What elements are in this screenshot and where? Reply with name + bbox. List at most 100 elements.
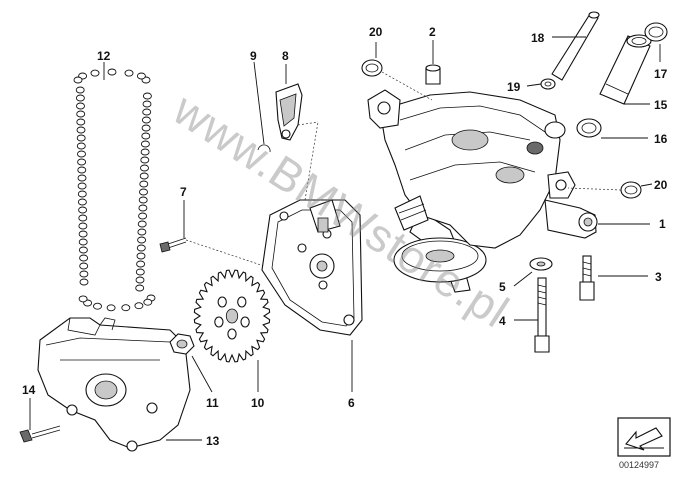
chain-link xyxy=(137,220,147,228)
callout-11: 11 xyxy=(206,396,219,410)
chain-link xyxy=(76,118,86,126)
callout-14: 14 xyxy=(22,383,36,397)
callout-12: 12 xyxy=(97,49,111,63)
chain-link xyxy=(79,262,89,270)
chain-link xyxy=(79,270,89,278)
chain-link xyxy=(76,126,86,134)
tensioner-rail-8 xyxy=(275,83,319,141)
pipe-15 xyxy=(599,34,652,105)
chain-cover xyxy=(37,317,191,452)
o-ring-16 xyxy=(576,118,648,139)
callout-7: 7 xyxy=(180,185,187,199)
sprocket-hole xyxy=(240,316,250,328)
sprocket-10 xyxy=(193,269,271,363)
pump-cover xyxy=(261,121,363,336)
callout-2: 2 xyxy=(429,25,436,39)
chain-link xyxy=(78,246,88,254)
chain-link xyxy=(76,110,86,118)
chain-link xyxy=(135,284,145,292)
oil-pump-assembly xyxy=(367,89,598,293)
chain-link xyxy=(78,295,88,303)
chain-link xyxy=(134,302,144,310)
chain-link xyxy=(107,68,117,76)
callout-1: 1 xyxy=(659,217,666,231)
chain-link xyxy=(73,76,83,84)
chain-link xyxy=(77,158,87,166)
chain-link xyxy=(140,156,150,164)
callout-4: 4 xyxy=(499,314,506,328)
callout-9: 9 xyxy=(250,49,257,63)
circlip-9 xyxy=(257,144,271,153)
bolt-14 xyxy=(19,425,61,443)
chain-link xyxy=(138,204,148,212)
chain-link xyxy=(141,132,151,140)
arrow-icon[interactable] xyxy=(617,417,671,457)
chain-link xyxy=(139,180,149,188)
leader-9 xyxy=(253,61,265,145)
chain-link xyxy=(77,174,87,182)
chain-link xyxy=(76,142,86,150)
callout-13: 13 xyxy=(206,434,220,448)
chain-link xyxy=(121,304,131,312)
o-ring-20a xyxy=(361,42,433,101)
callout-5: 5 xyxy=(499,280,506,294)
bolt-7 xyxy=(159,237,271,269)
callout-20-top: 20 xyxy=(369,25,383,39)
callout-16: 16 xyxy=(654,132,668,146)
chain-link xyxy=(124,69,134,77)
chain-link xyxy=(142,108,152,116)
chain-link xyxy=(77,190,87,198)
bolt-3 xyxy=(579,255,648,301)
chain-link xyxy=(136,244,146,252)
chain-link xyxy=(142,92,152,100)
chain-link xyxy=(140,164,149,172)
sprocket-hole xyxy=(214,316,224,328)
sprocket-hole xyxy=(227,328,237,340)
callout-15: 15 xyxy=(654,98,668,112)
chain-link xyxy=(139,188,148,196)
chain-link xyxy=(76,134,86,142)
chain-link xyxy=(141,116,151,124)
o-ring-17 xyxy=(644,22,668,62)
callout-10: 10 xyxy=(251,396,265,410)
callout-18: 18 xyxy=(531,31,545,45)
callout-17: 17 xyxy=(654,67,668,81)
chain-link xyxy=(141,124,151,132)
timing-chain xyxy=(73,68,156,312)
chain-link xyxy=(77,182,87,190)
chain-link xyxy=(135,276,145,284)
chain-link xyxy=(77,166,87,174)
bolt-4 xyxy=(514,277,550,353)
chain-link xyxy=(78,230,88,238)
o-ring-20b xyxy=(567,181,653,199)
washer-5 xyxy=(513,257,553,287)
chain-link xyxy=(93,302,102,310)
chain-link xyxy=(78,206,88,214)
callout-6: 6 xyxy=(348,396,355,410)
sprocket-hole xyxy=(225,308,239,324)
pin-18 xyxy=(551,11,600,81)
chain-link xyxy=(75,94,85,102)
chain-link xyxy=(136,252,146,260)
chain-link xyxy=(139,172,149,180)
diagram-id: 00124997 xyxy=(619,460,659,470)
chain-link xyxy=(136,260,146,268)
chain-link xyxy=(79,278,89,286)
chain-link xyxy=(77,150,86,158)
chain-link xyxy=(137,236,147,244)
seal-19 xyxy=(526,78,556,90)
chain-link xyxy=(143,298,153,306)
chain-link xyxy=(138,212,148,220)
chain-link xyxy=(140,140,150,148)
chain-link xyxy=(136,72,146,80)
sprocket-hole xyxy=(237,296,247,308)
chain-link xyxy=(90,69,100,77)
chain-link xyxy=(142,100,152,108)
chain-link xyxy=(138,196,148,204)
callout-3: 3 xyxy=(655,270,662,284)
chain-link xyxy=(140,148,150,156)
chain-link xyxy=(106,304,116,312)
chain-link xyxy=(79,254,89,262)
chain-link xyxy=(135,268,145,276)
